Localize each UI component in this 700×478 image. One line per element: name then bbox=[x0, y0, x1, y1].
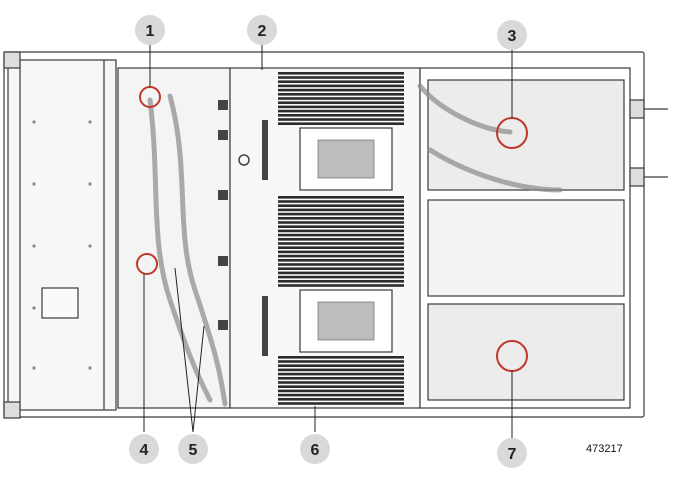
dimm-slot bbox=[278, 246, 404, 249]
callouts: 1 2 3 4 5 6 7 bbox=[129, 15, 527, 468]
dimm-slot bbox=[278, 122, 404, 125]
dimm-slot bbox=[278, 76, 404, 79]
dimm-slot bbox=[278, 88, 404, 92]
callout-1: 1 bbox=[135, 15, 165, 45]
callout-6: 6 bbox=[300, 434, 330, 464]
callout-5-number: 5 bbox=[189, 442, 198, 459]
dimm-slot bbox=[278, 254, 404, 258]
dimm-slot bbox=[278, 118, 404, 121]
dimm-slot bbox=[278, 229, 404, 233]
dimm-slot bbox=[278, 221, 404, 224]
callout-1-number: 1 bbox=[146, 23, 155, 40]
dimm-slot bbox=[278, 225, 404, 228]
dimm-slot bbox=[278, 364, 404, 367]
callout-4: 4 bbox=[129, 434, 159, 464]
dimm-slot bbox=[278, 275, 404, 279]
callout-2-number: 2 bbox=[258, 23, 267, 40]
motherboard-components bbox=[218, 100, 268, 356]
callout-3-number: 3 bbox=[508, 28, 517, 45]
dimm-slot bbox=[278, 271, 404, 275]
dimm-slot bbox=[278, 259, 404, 262]
dimm-slot bbox=[278, 381, 404, 384]
dimm-slot bbox=[278, 250, 404, 254]
dimm-slot bbox=[278, 267, 404, 270]
dimm-slot bbox=[278, 105, 404, 109]
dimm-slot bbox=[278, 212, 404, 216]
dimm-slot bbox=[278, 393, 404, 397]
dimm-slot bbox=[278, 97, 404, 100]
leader-lines bbox=[143, 45, 513, 438]
dimm-slot bbox=[278, 109, 404, 113]
dimm-slot bbox=[278, 368, 404, 372]
dimm-slot bbox=[278, 217, 404, 220]
dimm-slot bbox=[278, 360, 404, 363]
callout-7: 7 bbox=[497, 438, 527, 468]
dimm-slot bbox=[278, 196, 404, 199]
highlight-4 bbox=[136, 253, 158, 275]
dimm-slot bbox=[278, 372, 404, 376]
dimm-slot bbox=[278, 280, 404, 283]
dimm-slot bbox=[278, 356, 404, 359]
dimm-slot bbox=[278, 72, 404, 75]
dimm-slot bbox=[278, 80, 404, 83]
dimm-slot bbox=[278, 389, 404, 393]
dimm-slot bbox=[278, 200, 404, 203]
dimm-slot bbox=[278, 263, 404, 266]
dimm-slot bbox=[278, 377, 404, 380]
callout-5: 5 bbox=[178, 434, 208, 464]
bezel-details bbox=[32, 120, 92, 370]
dimm-slot bbox=[278, 233, 404, 237]
dimm-slot bbox=[278, 84, 404, 88]
dimm-slot bbox=[278, 204, 404, 207]
dimm-slot bbox=[278, 208, 404, 212]
callout-6-number: 6 bbox=[311, 442, 320, 459]
dimm-slot bbox=[278, 238, 404, 241]
callout-4-number: 4 bbox=[140, 442, 149, 459]
dimm-slot bbox=[278, 385, 404, 388]
figure-id: 473217 bbox=[586, 443, 623, 455]
callout-3: 3 bbox=[497, 20, 527, 50]
dimm-slot bbox=[278, 242, 404, 245]
dimm-slot bbox=[278, 114, 404, 117]
callout-7-number: 7 bbox=[508, 446, 517, 463]
cpu-heatsink-fins bbox=[317, 139, 375, 341]
callout-2: 2 bbox=[247, 15, 277, 45]
dimm-slots bbox=[278, 72, 404, 405]
dimm-slot bbox=[278, 402, 404, 405]
dimm-slot bbox=[278, 101, 404, 104]
dimm-slot bbox=[278, 93, 404, 96]
dimm-slot bbox=[278, 398, 404, 401]
dimm-slot bbox=[278, 284, 404, 287]
